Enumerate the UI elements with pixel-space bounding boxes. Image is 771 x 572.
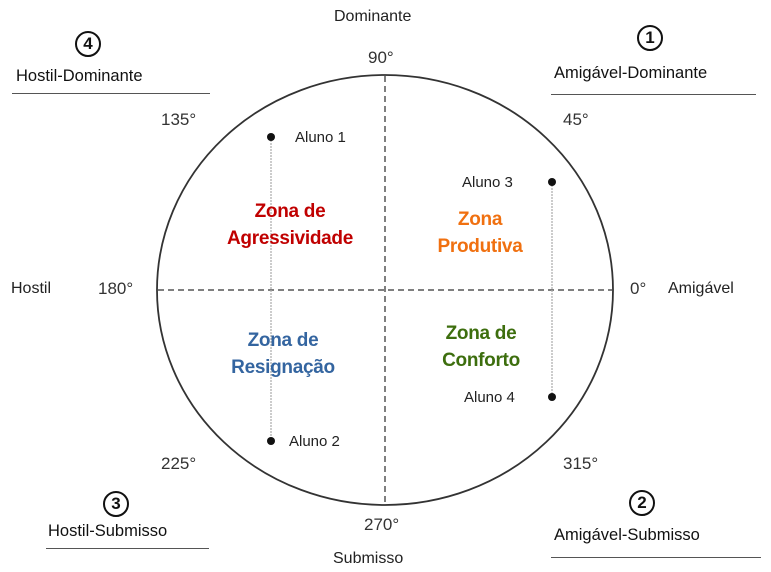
aluno-2-label: Aluno 2 — [289, 433, 340, 450]
angle-225: 225° — [161, 454, 197, 473]
quadrant-2-label: Amigável-Submisso — [554, 526, 700, 544]
zone-aggression: Zona de Agressividade — [227, 198, 353, 252]
quadrant-4-label: Hostil-Dominante — [16, 67, 143, 85]
quadrant-1-number-badge: 1 — [637, 25, 663, 51]
angle-315: 315° — [563, 454, 599, 473]
quadrant-3-underline — [46, 548, 209, 549]
quadrant-4-number-badge: 4 — [75, 31, 101, 57]
angle-135: 135° — [161, 110, 197, 129]
aluno-3-marker — [548, 178, 556, 186]
quadrant-1-underline — [551, 94, 756, 95]
quadrant-2-underline — [551, 557, 761, 558]
axis-label-submisso: Submisso — [333, 550, 404, 567]
circumplex-circle — [156, 74, 614, 506]
aluno-4-label: Aluno 4 — [464, 389, 515, 406]
zone-productive: Zona Produtiva — [438, 206, 523, 260]
zone-resignation: Zona de Resignação — [231, 327, 335, 381]
zone-resignation-line2: Resignação — [231, 357, 335, 378]
zone-aggression-line2: Agressividade — [227, 228, 353, 249]
quadrant-1-label: Amigável-Dominante — [554, 64, 708, 82]
angle-180: 180° — [98, 279, 134, 298]
zone-resignation-line1: Zona de — [247, 330, 319, 351]
zone-productive-line2: Produtiva — [437, 236, 523, 257]
zone-productive-line1: Zona — [457, 209, 503, 230]
angle-90: 90° — [368, 48, 394, 67]
zone-aggression-line1: Zona de — [254, 201, 326, 222]
quadrant-3-number-badge: 3 — [103, 491, 129, 517]
zone-comfort-line1: Zona de — [445, 323, 517, 344]
angle-45: 45° — [563, 110, 589, 129]
axis-label-dominante: Dominante — [334, 8, 412, 25]
zone-comfort: Zona de Conforto — [442, 320, 520, 374]
axis-label-amigavel: Amigável — [668, 280, 734, 297]
quadrant-4-underline — [12, 93, 210, 94]
angle-0: 0° — [630, 279, 647, 298]
quadrant-2-number-badge: 2 — [629, 490, 655, 516]
aluno-4-marker — [548, 393, 556, 401]
aluno-1-marker — [267, 133, 275, 141]
aluno-2-marker — [267, 437, 275, 445]
aluno-3-label: Aluno 3 — [462, 174, 513, 191]
quadrant-3-label: Hostil-Submisso — [48, 522, 168, 540]
aluno-1-label: Aluno 1 — [295, 129, 346, 146]
axis-label-hostil: Hostil — [11, 280, 52, 297]
angle-270: 270° — [364, 515, 400, 534]
zone-comfort-line2: Conforto — [442, 350, 520, 371]
